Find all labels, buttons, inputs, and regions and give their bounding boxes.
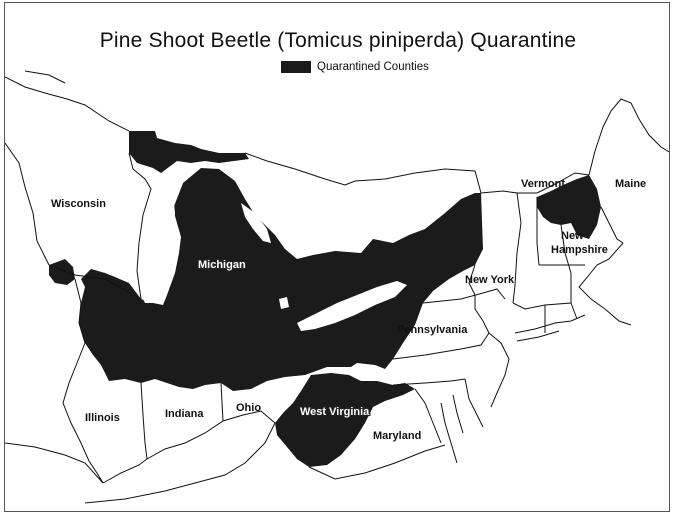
lake-michigan (137, 179, 175, 303)
map-frame: Wisconsin Michigan Illinois Indiana Ohio… (4, 2, 670, 512)
label-wisconsin: Wisconsin (51, 198, 106, 210)
label-new-hampshire-line2: Hampshire (551, 244, 608, 256)
legend-swatch (281, 61, 311, 73)
quarantine-vermont-nh (537, 175, 601, 239)
label-new-hampshire-line1: New (561, 230, 584, 242)
label-ohio: Ohio (236, 402, 261, 414)
quarantine-upper-peninsula (129, 131, 249, 173)
quarantine-west-fringe (49, 259, 75, 285)
label-west-virginia: West Virginia (300, 406, 370, 418)
state-labels: Wisconsin Michigan Illinois Indiana Ohio… (51, 178, 646, 442)
lake-erie (297, 281, 407, 331)
quarantine-regions (49, 131, 601, 467)
lake-huron (241, 203, 271, 243)
label-maine: Maine (615, 178, 646, 190)
legend-label: Quarantined Counties (317, 61, 429, 73)
state-boundaries (5, 70, 669, 504)
label-maryland: Maryland (373, 430, 421, 442)
map-legend: Quarantined Counties (281, 61, 429, 73)
label-vermont: Vermont (521, 178, 565, 190)
label-indiana: Indiana (165, 408, 204, 420)
map-canvas: Wisconsin Michigan Illinois Indiana Ohio… (5, 70, 669, 504)
label-pennsylvania: Pennsylvania (397, 324, 468, 336)
label-new-york: New York (465, 274, 515, 286)
quarantine-main-region (79, 168, 483, 391)
map-title: Pine Shoot Beetle (Tomicus piniperda) Qu… (99, 29, 577, 52)
quarantine-west-virginia (275, 373, 415, 467)
label-illinois: Illinois (85, 412, 120, 424)
label-michigan: Michigan (198, 259, 246, 271)
lake-st-clair (279, 297, 289, 309)
